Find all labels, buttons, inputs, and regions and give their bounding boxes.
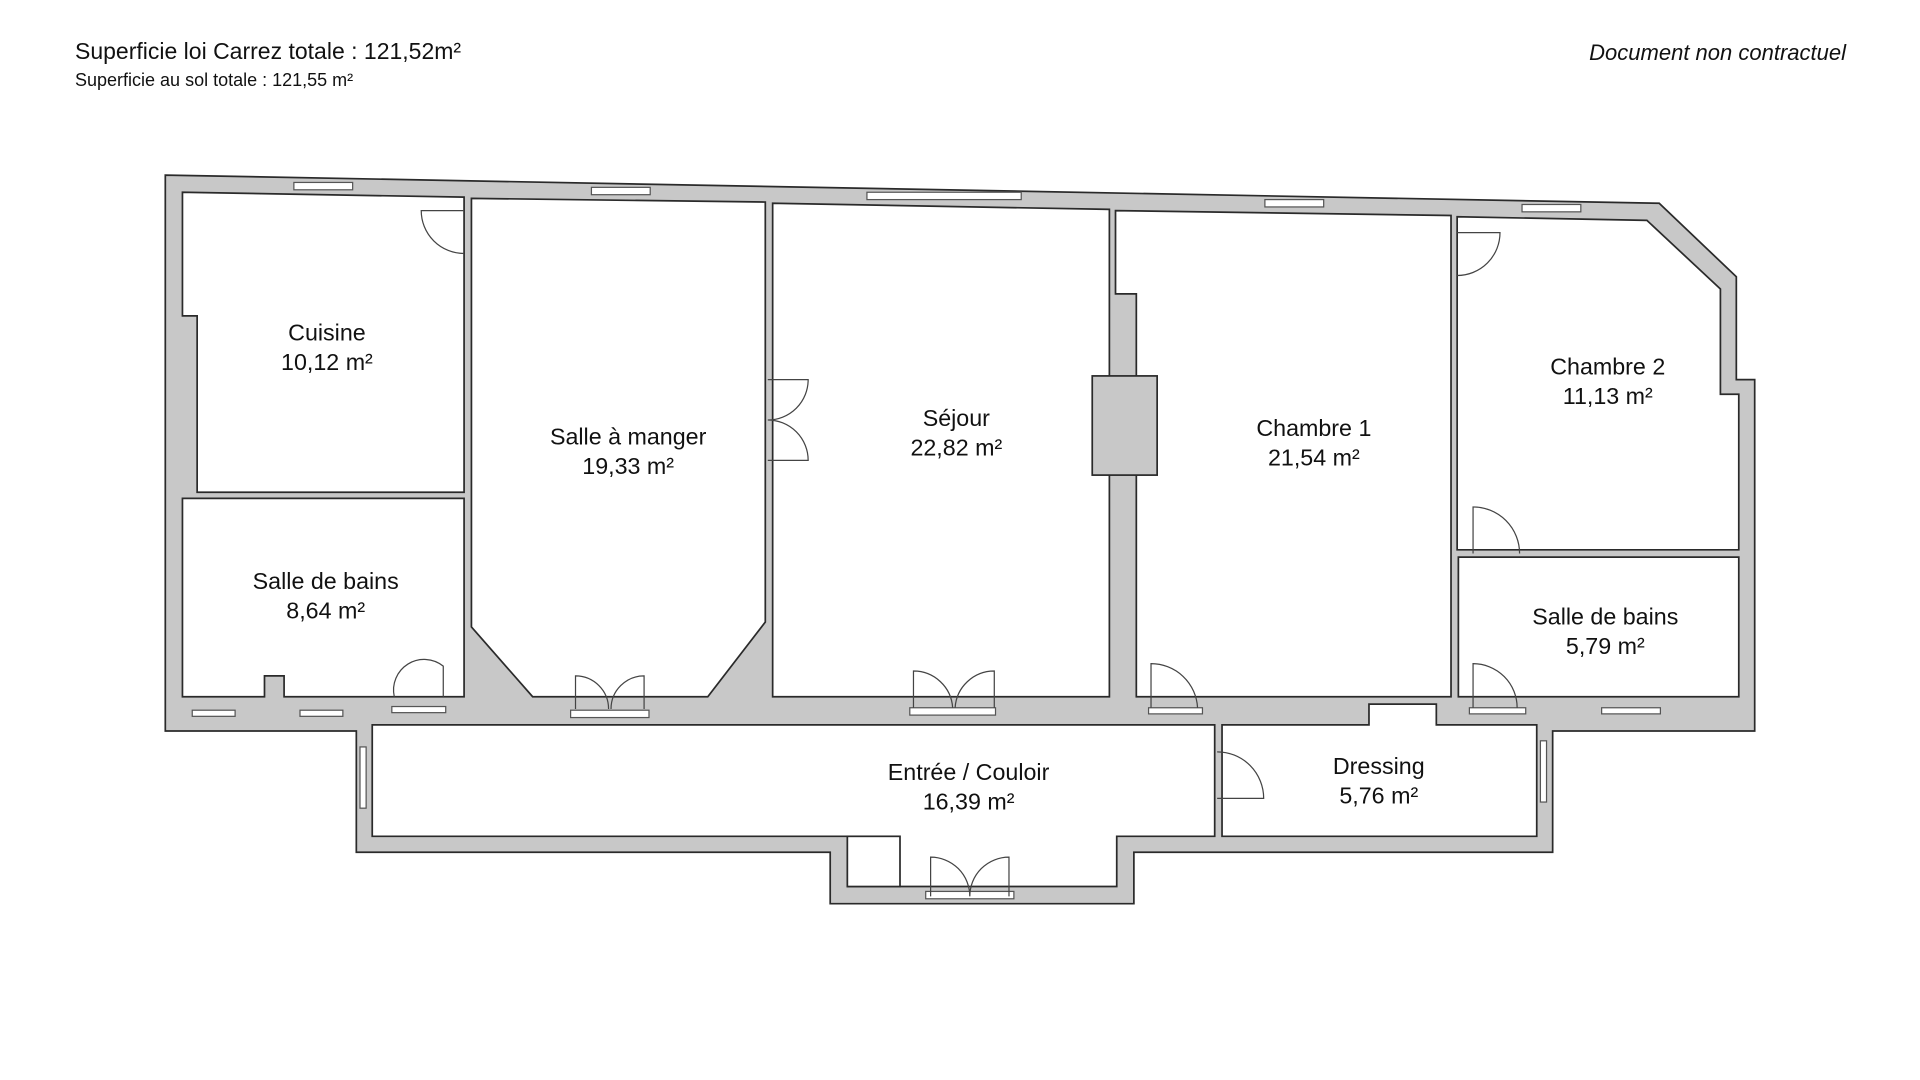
- room-area: 19,33 m²: [582, 453, 674, 479]
- room-area: 21,54 m²: [1268, 444, 1360, 470]
- room-dressing: [1221, 703, 1538, 838]
- room-area: 5,76 m²: [1339, 782, 1418, 808]
- pillar: [1091, 375, 1158, 476]
- room-area: 10,12 m²: [281, 349, 373, 375]
- room-name: Dressing: [1333, 753, 1425, 779]
- room-name: Chambre 1: [1256, 415, 1371, 441]
- room-sejour: [771, 202, 1111, 698]
- room-chambre-2: [1456, 215, 1740, 551]
- room-name: Salle à manger: [550, 423, 707, 449]
- room-salle-de-bains-1: [181, 497, 465, 698]
- room-chambre-1: [1114, 209, 1452, 698]
- room-name: Séjour: [923, 405, 990, 431]
- room-area: 22,82 m²: [910, 435, 1002, 461]
- doors: [393, 210, 1521, 897]
- carrez-total: Superficie loi Carrez totale : 121,52m²: [75, 38, 462, 64]
- room-salle-de-bains-2: [1457, 556, 1740, 698]
- room-name: Entrée / Couloir: [888, 759, 1050, 785]
- room-name: Cuisine: [288, 319, 366, 345]
- disclaimer: Document non contractuel: [1589, 40, 1846, 65]
- room-cuisine: [181, 191, 465, 494]
- room-area: 11,13 m²: [1563, 383, 1653, 409]
- room-area: 8,64 m²: [286, 597, 365, 623]
- room-labels: Cuisine 10,12 m² Salle de bains 8,64 m² …: [253, 319, 1679, 814]
- floor-area-total: Superficie au sol totale : 121,55 m²: [75, 70, 354, 90]
- room-entree-couloir: [371, 724, 1216, 888]
- room-name: Salle de bains: [253, 568, 399, 594]
- room-salle-a-manger: [470, 197, 767, 698]
- room-name: Salle de bains: [1532, 603, 1678, 629]
- room-name: Chambre 2: [1550, 354, 1665, 380]
- entry-closet: [846, 835, 901, 888]
- room-area: 16,39 m²: [923, 788, 1015, 814]
- room-area: 5,79 m²: [1566, 633, 1645, 659]
